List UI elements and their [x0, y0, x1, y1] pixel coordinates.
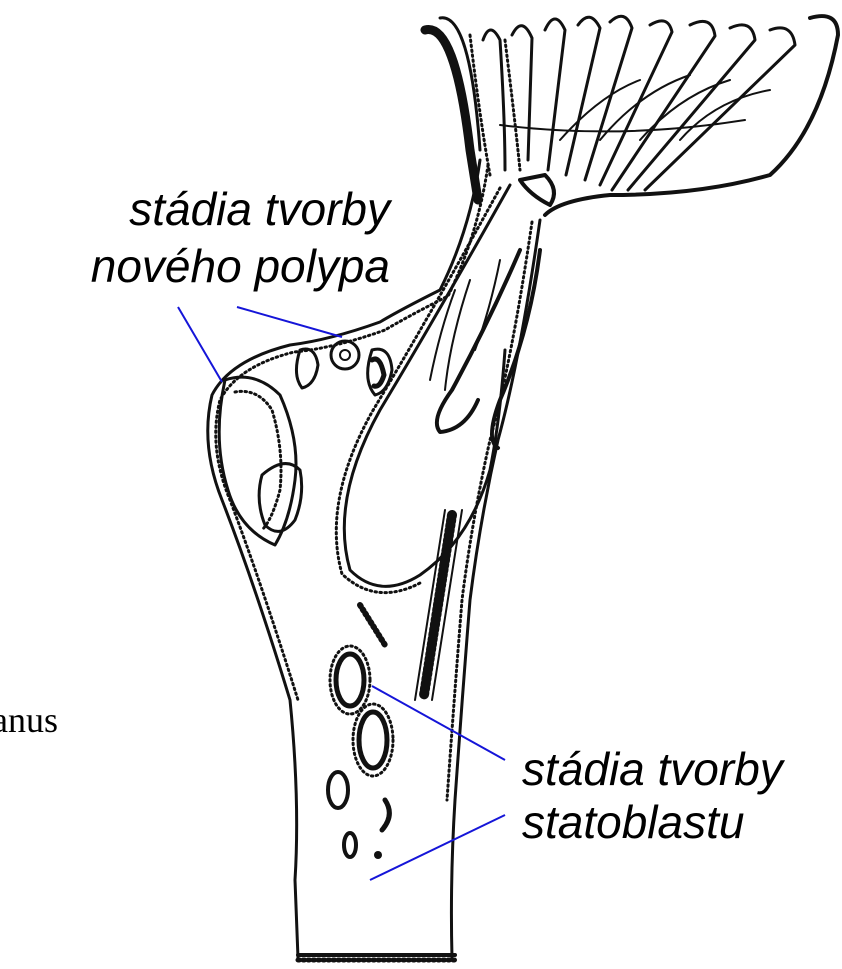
- label-statoblast-line2: statoblastu: [522, 796, 744, 848]
- tentacle-crown: [425, 16, 838, 215]
- statoblasts: [328, 605, 393, 859]
- pointer-statoblast-lower: [370, 815, 505, 880]
- pointer-bud-left: [178, 307, 222, 382]
- pointer-bud-right: [237, 307, 342, 337]
- margin-text-fragment: anus: [0, 700, 58, 740]
- label-new-polyp-line1: stádia tvorby: [129, 183, 393, 235]
- label-new-polyp-line2: nového polypa: [91, 240, 390, 292]
- label-statoblast-line1: stádia tvorby: [522, 743, 786, 795]
